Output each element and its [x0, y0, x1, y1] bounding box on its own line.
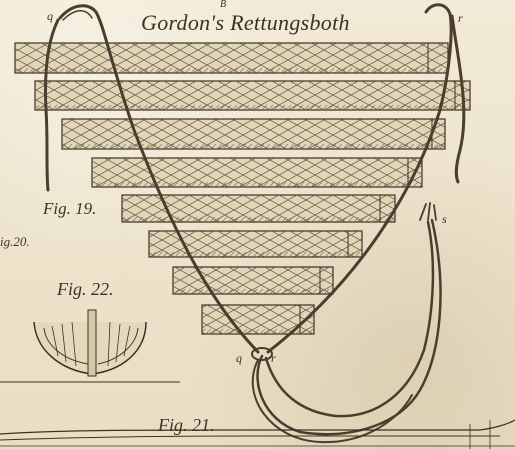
- cork-float-1: [14, 42, 449, 74]
- rope-tail-3: [251, 359, 413, 444]
- label-q-bottom: q: [236, 351, 242, 365]
- fig22-boat: [0, 309, 180, 383]
- figure-21-caption: Fig. 21.: [158, 415, 215, 435]
- fig21-boat: [0, 419, 515, 449]
- figure-19-caption: Fig. 19.: [43, 199, 97, 218]
- label-q-top: q: [47, 9, 53, 23]
- figure-22-caption: Fig. 22.: [57, 279, 114, 299]
- rope-knot: [251, 347, 273, 361]
- cork-float-3: [61, 118, 446, 150]
- rope-left-loop: [58, 4, 260, 354]
- plate-title: Gordon's Rettungsboth: [141, 10, 350, 35]
- label-r-bottom: r: [271, 351, 276, 365]
- label-r-top: r: [458, 11, 463, 25]
- rope-left-loop-2: [62, 10, 93, 21]
- cork-float-4: [91, 157, 423, 188]
- label-b: B: [220, 0, 227, 10]
- cork-floats: [14, 42, 471, 335]
- rope-tail-end: [419, 202, 437, 221]
- rope-tail-2: [264, 220, 435, 418]
- rope-right-loop: [266, 3, 453, 354]
- cork-float-6: [148, 230, 363, 258]
- ropes: [44, 3, 466, 444]
- rope-right-hang: [450, 14, 466, 184]
- cork-float-2: [34, 80, 471, 111]
- cork-float-8: [201, 304, 315, 335]
- rope-left-hang: [44, 18, 60, 192]
- figure-20-caption: ig.20.: [0, 234, 30, 249]
- rope-tail: [256, 218, 442, 436]
- label-s: s: [442, 212, 447, 226]
